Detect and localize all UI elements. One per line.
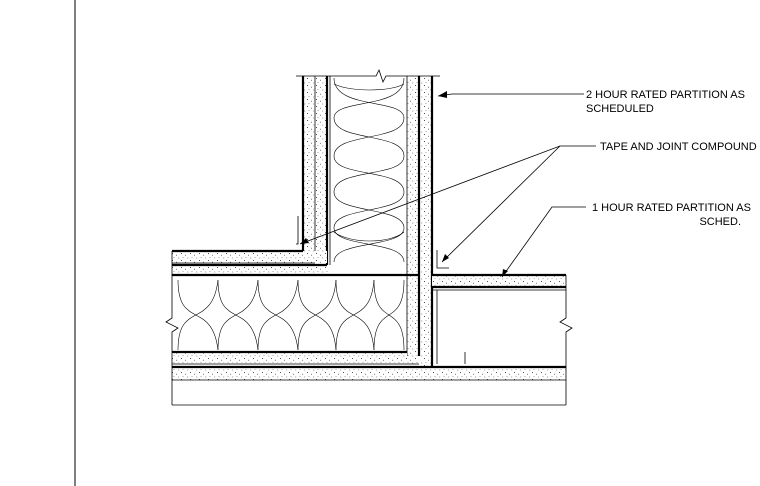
insulation-batt-vertical (333, 77, 405, 263)
horizontal-partition-left (165, 249, 566, 406)
leader-2hr-partition (437, 93, 584, 97)
vertical-2hr-partition (296, 68, 449, 380)
gypsum-board-left-inner (316, 76, 327, 263)
note-1hr-partition-line1: 1 HOUR RATED PARTITION AS (592, 202, 751, 214)
gypsum-board-right-outer (420, 76, 432, 366)
gypsum-board-left-outer (303, 76, 314, 263)
gypsum-board-bottom-inner (172, 352, 407, 363)
leader-arrowhead (502, 269, 508, 277)
gypsum-board-top-inner (172, 265, 329, 274)
note-1hr-partition-line2: SCHED. (699, 216, 741, 228)
leader-arrowhead (300, 238, 309, 244)
gypsum-board-top-outer (172, 251, 327, 263)
leader-tape-joint-1 (299, 145, 596, 245)
gypsum-board-bottom-outer (172, 368, 432, 380)
note-2hr-partition-line1: 2 HOUR RATED PARTITION AS (586, 89, 745, 101)
gypsum-board-1hr-bottom (432, 368, 566, 380)
note-2hr-partition-line2: SCHEDULED (586, 103, 654, 115)
horizontal-1hr-partition-right (432, 273, 573, 405)
note-tape-joint: TAPE AND JOINT COMPOUND (600, 141, 757, 153)
leader-tape-joint-2 (441, 145, 561, 263)
leader-arrowhead (438, 91, 447, 98)
leader-1hr-partition (501, 206, 586, 278)
gypsum-board-1hr-top (432, 275, 566, 287)
insulation-batt-horizontal (177, 279, 405, 351)
leader-arrowhead (442, 254, 449, 262)
gypsum-board-right-inner (407, 76, 418, 364)
leader-lines (299, 91, 596, 278)
